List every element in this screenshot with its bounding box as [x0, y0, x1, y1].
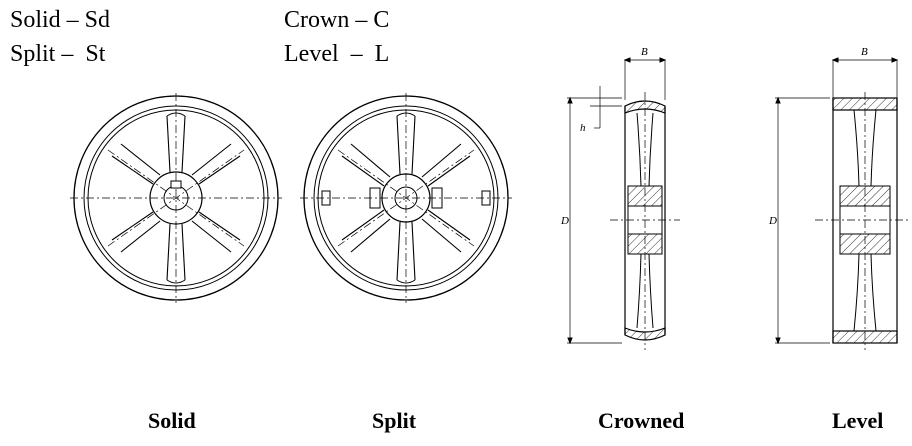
legend-level: Level – L	[284, 41, 390, 67]
legend-solid: Solid – Sd	[10, 7, 111, 33]
legend-crown: Crown – C	[284, 7, 390, 33]
caption-split: Split	[372, 408, 417, 433]
caption-solid: Solid	[148, 408, 196, 433]
split-pulley	[300, 93, 512, 303]
crowned-diameter-label: D	[560, 215, 569, 227]
level-diameter-label: D	[768, 215, 777, 227]
crown-height-label: h	[580, 122, 586, 134]
solid-pulley	[70, 93, 282, 303]
crowned-pulley-section	[567, 57, 680, 350]
level-width-label: B	[861, 46, 868, 58]
legend-split: Split – St	[10, 41, 106, 67]
level-pulley-section	[775, 57, 910, 350]
caption-level: Level	[832, 408, 884, 433]
crowned-width-label: B	[641, 46, 648, 58]
caption-crowned: Crowned	[598, 408, 685, 433]
